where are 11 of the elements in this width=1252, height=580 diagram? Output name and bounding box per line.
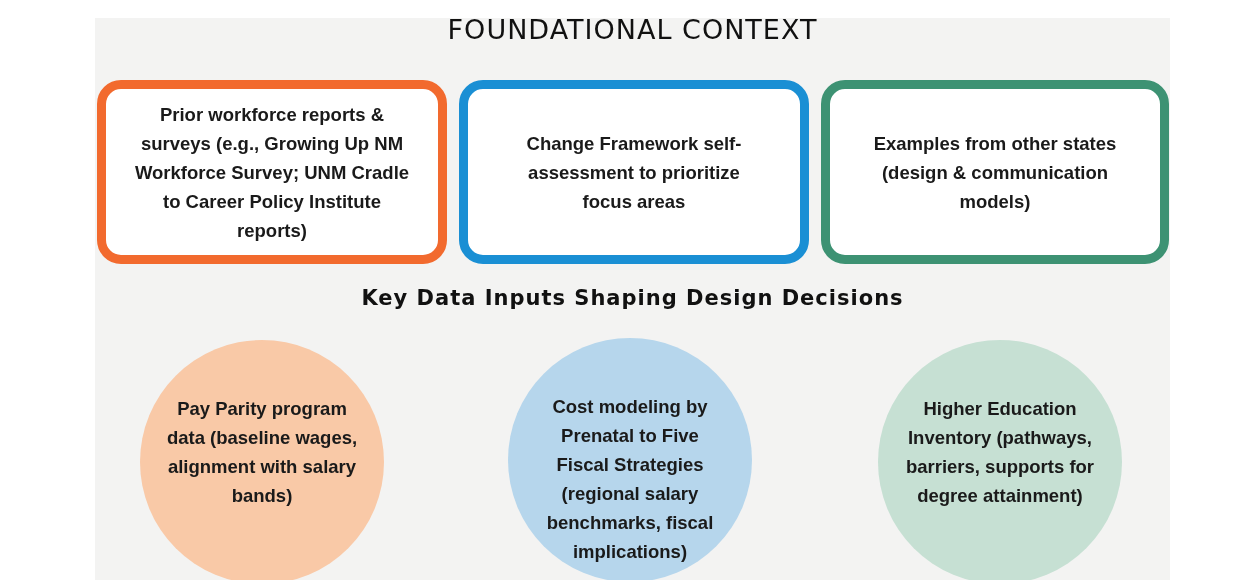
input-box — [459, 80, 809, 264]
node-text: Pay Parity program data (baseline wages, alignment with salary bands) — [166, 397, 358, 508]
section-heading: Key Data Inputs Shaping Design Decisions — [360, 286, 905, 310]
node-text: Cost modeling by Prenatal to Five Fiscal Strategies (regional salary benchmarks, fiscal implications) — [545, 395, 715, 564]
node-text: Prior workforce reports & surveys (e.g., Growing Up NM Workforce Survey; UNM Cradle to Career Policy Institute reports) — [133, 102, 411, 243]
input-box — [821, 80, 1169, 264]
node-text: Change Framework self-assessment to prioritize focus areas — [525, 131, 743, 214]
input-box — [97, 80, 447, 264]
title: FOUNDATIONAL CONTEXT — [446, 14, 819, 45]
node-text: Examples from other states (design & communication models) — [872, 131, 1118, 214]
node-text: Higher Education Inventory (pathways, barriers, supports for degree attainment) — [904, 397, 1096, 508]
